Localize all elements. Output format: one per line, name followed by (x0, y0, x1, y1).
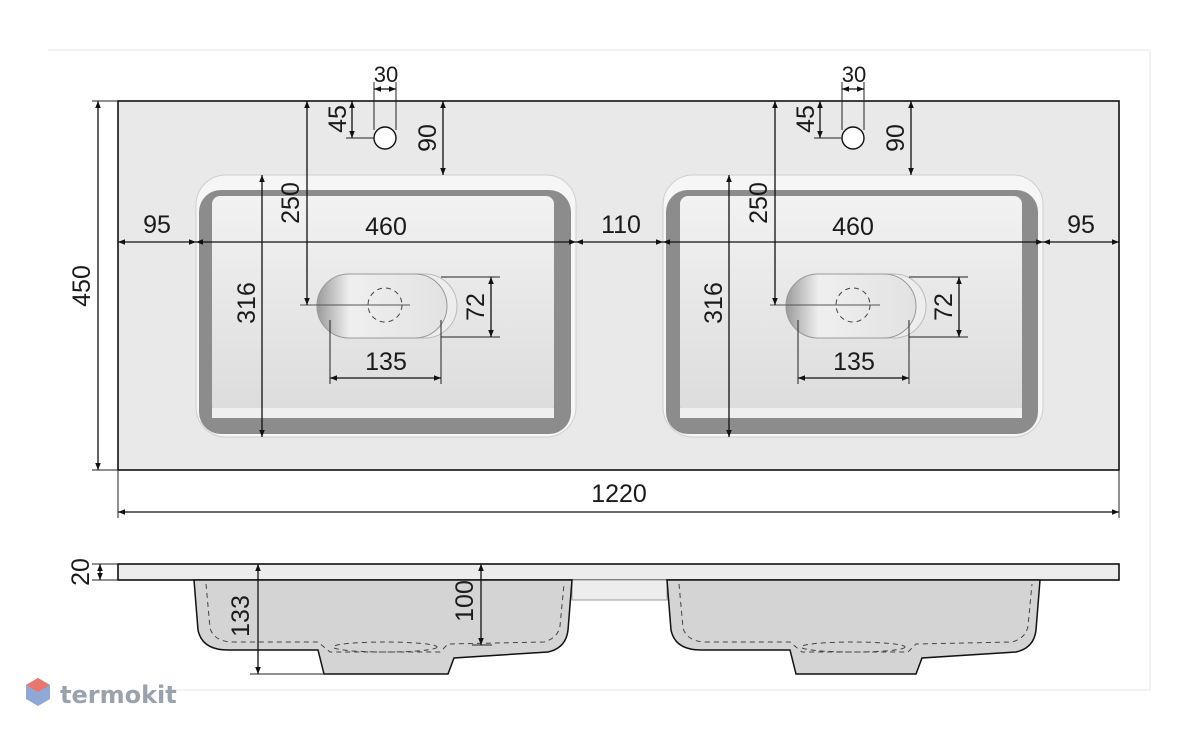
dim-bowl-right-width: 460 (832, 213, 874, 241)
dim-drain-right-width: 135 (833, 348, 875, 376)
dim-bowl-left-depth: 316 (233, 282, 261, 324)
dim-tap-right-diameter: 30 (842, 62, 866, 87)
dim-tap-right-offset: 45 (792, 105, 820, 133)
dim-bowl-right-offset: 90 (882, 124, 910, 152)
dim-tap-left-offset: 45 (324, 105, 352, 133)
dim-bowl-left-offset: 90 (414, 124, 442, 152)
drain-right-contour (800, 641, 906, 653)
side-view (117, 563, 1120, 675)
dim-tap-left-diameter: 30 (374, 62, 398, 87)
dim-total-depth: 450 (68, 265, 96, 307)
bowl-right-section (666, 579, 1041, 675)
dim-bowl-left-width: 460 (365, 213, 407, 241)
bowl-front-edge (680, 408, 1022, 418)
bowl-left-section (193, 579, 573, 675)
dim-slab-thickness: 20 (67, 558, 95, 586)
dim-bowl-depth: 133 (227, 595, 255, 637)
logo-text: termokit (60, 681, 177, 709)
drain-slot (316, 273, 448, 339)
bowl-right-inner-contour (678, 583, 1033, 653)
dim-drain-right-offset: 250 (745, 182, 773, 224)
slab-section (117, 563, 1120, 581)
dim-drain-right-height: 72 (930, 293, 958, 321)
tap-hole (373, 126, 397, 150)
dim-drain-left-width: 135 (365, 348, 407, 376)
drain-left-contour (332, 641, 438, 653)
dim-drain-left-offset: 250 (277, 182, 305, 224)
termokit-logo: termokit (26, 678, 177, 709)
slab-underside (571, 579, 668, 601)
dim-drain-left-height: 72 (462, 293, 490, 321)
dim-bowl-right-depth: 316 (700, 282, 728, 324)
dim-right-margin: 95 (1067, 211, 1095, 239)
tap-hole (841, 126, 865, 150)
dim-total-width: 1220 (591, 480, 647, 508)
bowl-left-inner-contour (205, 583, 565, 653)
logo-hexagon-top-icon (26, 678, 50, 692)
bowl-left (195, 126, 577, 438)
dim-gap-between-bowls: 110 (601, 211, 641, 239)
dim-left-margin: 95 (143, 211, 171, 239)
dim-inner-depth: 100 (451, 580, 479, 622)
bowl-front-edge (212, 408, 554, 418)
drain-slot (785, 273, 917, 339)
